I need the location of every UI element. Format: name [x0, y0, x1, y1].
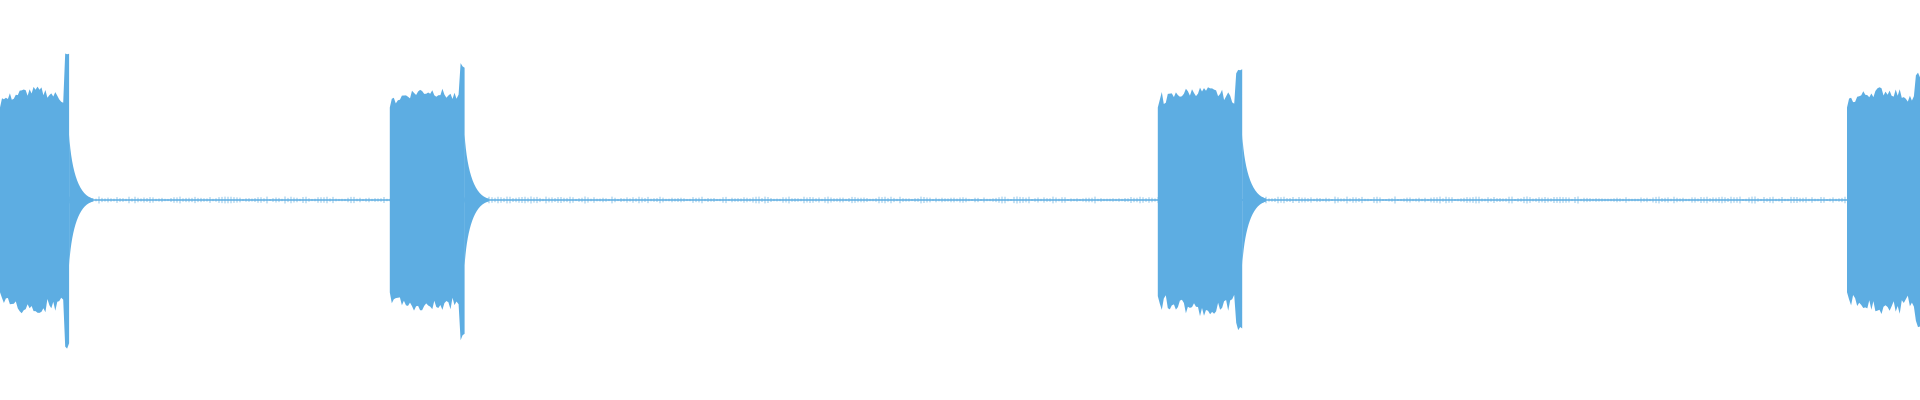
waveform-burst-burst-3: [1157, 69, 1243, 331]
waveform-bursts: [0, 53, 1920, 349]
waveform-decay-burst-3: [1242, 134, 1267, 266]
waveform-burst-burst-2: [389, 63, 465, 341]
waveform-burst-burst-1: [0, 53, 70, 349]
waveform-decay-burst-1: [69, 134, 94, 266]
waveform-decay-burst-2: [464, 134, 489, 266]
waveform-burst-burst-4: [1847, 72, 1920, 328]
